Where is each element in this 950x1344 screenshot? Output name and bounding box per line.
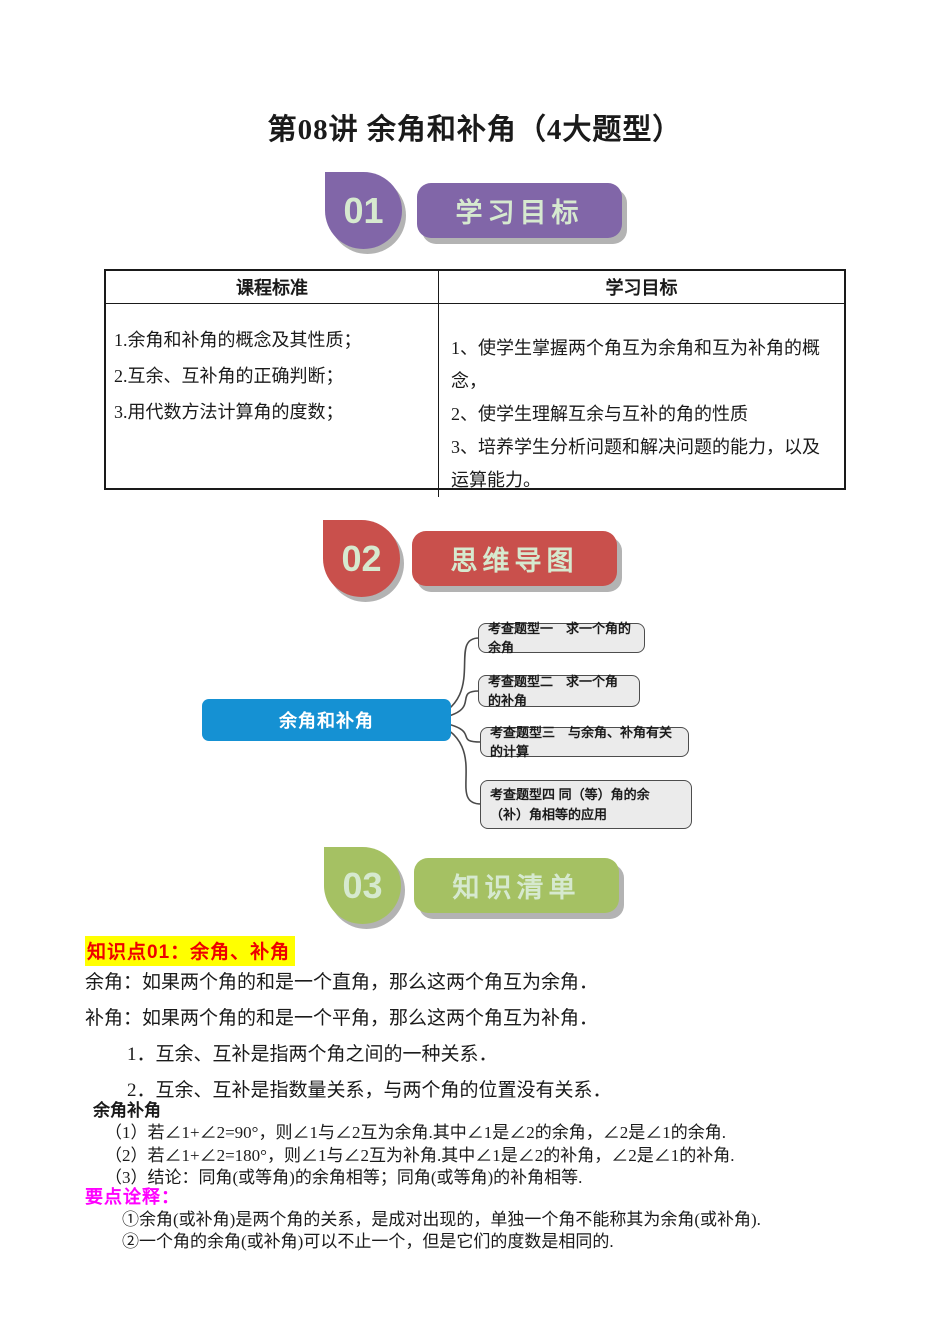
section-3-banner: 知识清单 — [414, 858, 619, 913]
note-line: 1．互余、互补是指两个角之间的一种关系． — [127, 1044, 498, 1065]
mindmap: 余角和补角 考查题型一 求一个角的余角 考查题型二 求一个角的补角 考查题型三 … — [190, 612, 715, 844]
section-3-title: 知识清单 — [452, 873, 581, 903]
definition-line: 余角：如果两个角的和是一个直角，那么这两个角互为余角． — [85, 972, 599, 993]
table-header-learning-goal: 学习目标 — [439, 271, 844, 304]
mindmap-branch-4: 考查题型四 同（等）角的余（补）角相等的应用 — [480, 780, 692, 829]
section-2-banner: 思维导图 — [412, 531, 617, 586]
table-header-course-standard: 课程标准 — [106, 271, 439, 304]
learning-goal-item: 2、使学生理解互余与互补的角的性质 — [451, 404, 748, 424]
mindmap-branch-1: 考查题型一 求一个角的余角 — [478, 621, 645, 655]
note-line: 2．互余、互补是指数量关系，与两个角的位置没有关系． — [127, 1080, 612, 1101]
rule-item: （3）结论：同角(或等角)的余角相等；同角(或等角)的补角相等. — [105, 1168, 583, 1187]
tip-line: ②一个角的余角(或补角)可以不止一个，但是它们的度数是相同的. — [122, 1232, 614, 1251]
tip-line: ①余角(或补角)是两个角的关系，是成对出现的，单独一个角不能称其为余角(或补角)… — [122, 1210, 761, 1229]
rule-item: （2）若∠1+∠2=180°，则∠1与∠2互为补角.其中∠1是∠2的补角，∠2是… — [105, 1146, 735, 1165]
subsection-title: 余角补角 — [93, 1101, 161, 1120]
table-cell-learning-goal: 1、使学生掌握两个角互为余角和互为补角的概念， 2、使学生理解互余与互补的角的性… — [439, 304, 844, 497]
learning-goal-item: 3、培养学生分析问题和解决问题的能力，以及运算能力。 — [451, 437, 820, 490]
mindmap-root-node: 余角和补角 — [202, 699, 451, 741]
rule-item: （1）若∠1+∠2=90°，则∠1与∠2互为余角.其中∠1是∠2的余角，∠2是∠… — [105, 1123, 726, 1142]
mindmap-branch-2: 考查题型二 求一个角的补角 — [478, 674, 640, 708]
tips-title: 要点诠释： — [85, 1187, 180, 1207]
course-standard-item: 1.余角和补角的概念及其性质； — [114, 330, 362, 350]
section-3-number: 03 — [342, 864, 383, 906]
table-cell-course-standard: 1.余角和补角的概念及其性质； 2.互余、互补角的正确判断； 3.用代数方法计算… — [106, 304, 439, 497]
section-2-number: 02 — [341, 537, 382, 579]
section-1-number-badge: 01 — [325, 172, 402, 249]
page-title: 第08讲 余角和补角（4大题型） — [267, 114, 683, 146]
course-standard-item: 3.用代数方法计算角的度数； — [114, 402, 344, 422]
learning-goal-item: 1、使学生掌握两个角互为余角和互为补角的概念， — [451, 338, 820, 391]
section-1-banner: 学习目标 — [417, 183, 622, 238]
definition-line: 补角：如果两个角的和是一个平角，那么这两个角互为补角． — [85, 1008, 599, 1029]
objectives-table: 课程标准 学习目标 1.余角和补角的概念及其性质； 2.互余、互补角的正确判断；… — [104, 269, 846, 497]
section-2-title: 思维导图 — [450, 546, 579, 576]
knowledge-point-title: 知识点01：余角、补角 — [85, 936, 296, 966]
mindmap-branch-3: 考查题型三 与余角、补角有关的计算 — [480, 725, 689, 759]
section-1-number: 01 — [343, 189, 384, 231]
course-standard-item: 2.互余、互补角的正确判断； — [114, 366, 344, 386]
section-1-title: 学习目标 — [455, 198, 584, 228]
mindmap-root-label: 余角和补角 — [279, 711, 374, 731]
section-3-number-badge: 03 — [324, 847, 401, 924]
section-2-number-badge: 02 — [323, 520, 400, 597]
